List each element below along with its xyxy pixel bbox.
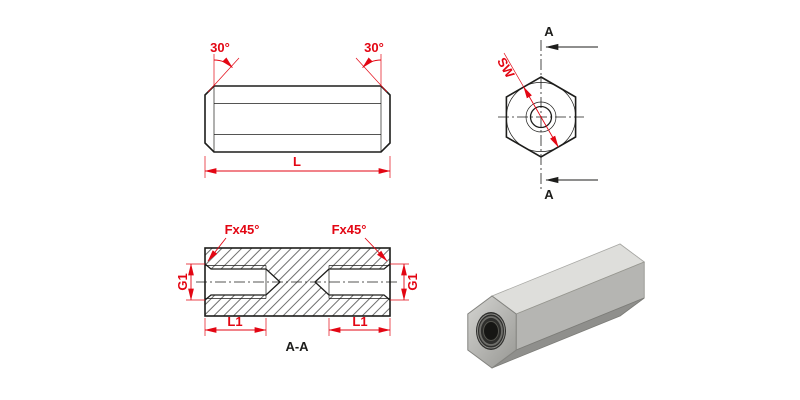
section-caption: A-A: [285, 339, 309, 354]
length-dim: L: [204, 154, 391, 178]
angle-dim-right: 30°: [355, 40, 388, 93]
bore-dim-left: G1: [175, 263, 205, 301]
bore-dim-left-label: G1: [175, 273, 190, 290]
width-across-flats-label: SW: [494, 55, 518, 81]
depth-dim-right: L1: [328, 314, 391, 336]
chamfer-dim-right: Fx45°: [332, 222, 388, 262]
angle-dim-left: 30°: [207, 40, 240, 93]
width-across-flats-dim: SW: [494, 52, 559, 148]
depth-dim-left: L1: [204, 314, 267, 336]
depth-dim-left-label: L1: [227, 314, 242, 329]
end-view: A A SW: [494, 24, 598, 202]
depth-dim-right-label: L1: [352, 314, 367, 329]
chamfer-dim-left: Fx45°: [207, 222, 260, 262]
section-label-bottom: A: [544, 187, 554, 202]
bore-dim-right: G1: [390, 263, 420, 301]
chamfer-circle: [506, 82, 576, 152]
section-arrow-top: A: [544, 24, 598, 51]
angle-dim-left-label: 30°: [210, 40, 230, 55]
side-body-outline: [204, 85, 391, 153]
length-dim-label: L: [293, 154, 301, 169]
hex-outline: [505, 76, 577, 158]
chamfer-dim-right-label: Fx45°: [332, 222, 367, 237]
angle-dim-right-label: 30°: [364, 40, 384, 55]
section-view: Fx45° Fx45° G1 G1 L1: [175, 222, 420, 354]
chamfer-dim-left-label: Fx45°: [225, 222, 260, 237]
render-bore: [476, 312, 506, 350]
bore-dim-right-label: G1: [405, 273, 420, 290]
section-arrow-bottom: A: [544, 176, 598, 202]
render-3d: [467, 243, 646, 369]
side-view: 30° 30° L: [204, 40, 391, 178]
section-label-top: A: [544, 24, 554, 39]
